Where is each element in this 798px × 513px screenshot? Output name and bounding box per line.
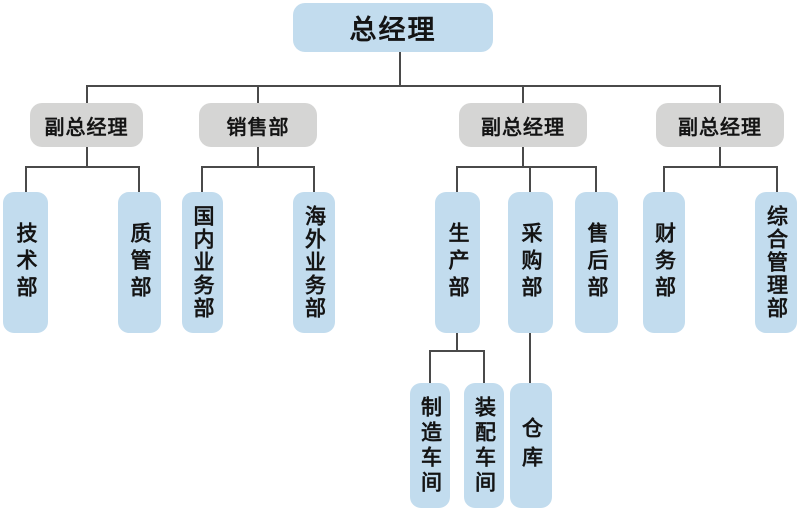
connector-line: [719, 147, 721, 166]
connector-line: [313, 166, 315, 192]
node-label: 副总经理: [678, 114, 762, 139]
node-label: 质管部: [128, 222, 152, 303]
connector-line: [529, 333, 531, 383]
node-after-sales-department: 售后部: [575, 192, 618, 333]
node-label: 采购部: [519, 222, 543, 303]
node-assembly-workshop: 装配车间: [464, 383, 504, 508]
node-deputy-general-manager-3: 副总经理: [656, 103, 784, 147]
node-label: 综合管理部: [764, 205, 789, 320]
connector-line: [399, 52, 401, 85]
connector-line: [522, 85, 524, 103]
node-label: 副总经理: [44, 114, 129, 139]
connector-line: [529, 166, 531, 192]
node-purchasing-department: 采购部: [508, 192, 553, 333]
node-quality-management-department: 质管部: [118, 192, 161, 333]
connector-line: [663, 166, 665, 192]
connector-line: [595, 166, 597, 192]
connector-line: [456, 166, 597, 168]
node-manufacturing-workshop: 制造车间: [410, 383, 450, 508]
node-deputy-general-manager-1: 副总经理: [30, 103, 143, 147]
node-overseas-business-department: 海外业务部: [293, 192, 335, 333]
connector-line: [201, 166, 203, 192]
connector-line: [456, 333, 458, 350]
node-label: 销售部: [226, 114, 290, 139]
connector-line: [429, 350, 431, 383]
connector-line: [257, 85, 259, 103]
connector-line: [776, 166, 778, 192]
connector-line: [483, 350, 485, 383]
node-label: 国内业务部: [191, 205, 215, 320]
node-label: 售后部: [585, 222, 609, 303]
node-general-manager: 总经理: [293, 3, 493, 52]
node-label: 总经理: [349, 15, 437, 46]
connector-line: [86, 85, 88, 103]
node-label: 副总经理: [481, 114, 565, 139]
node-sales-department: 销售部: [199, 103, 317, 147]
node-domestic-business-department: 国内业务部: [182, 192, 223, 333]
node-finance-department: 财务部: [643, 192, 685, 333]
node-label: 财务部: [652, 222, 677, 303]
connector-line: [522, 147, 524, 166]
node-warehouse: 仓库: [510, 383, 552, 508]
node-label: 海外业务部: [302, 205, 327, 320]
node-label: 生产部: [446, 222, 470, 303]
node-deputy-general-manager-2: 副总经理: [459, 103, 587, 147]
connector-line: [25, 166, 27, 192]
node-label: 仓库: [519, 416, 544, 475]
connector-line: [257, 147, 259, 166]
node-general-management-department: 综合管理部: [755, 192, 797, 333]
connector-line: [138, 166, 140, 192]
connector-line: [719, 85, 721, 103]
connector-line: [429, 350, 485, 352]
node-label: 制造车间: [418, 395, 443, 496]
node-technical-department: 技术部: [3, 192, 48, 333]
connector-line: [86, 85, 721, 87]
node-label: 技术部: [14, 222, 38, 303]
connector-line: [201, 166, 315, 168]
connector-line: [456, 166, 458, 192]
connector-line: [25, 166, 140, 168]
connector-line: [86, 147, 88, 166]
node-label: 装配车间: [472, 395, 497, 496]
node-production-department: 生产部: [435, 192, 480, 333]
connector-line: [663, 166, 778, 168]
